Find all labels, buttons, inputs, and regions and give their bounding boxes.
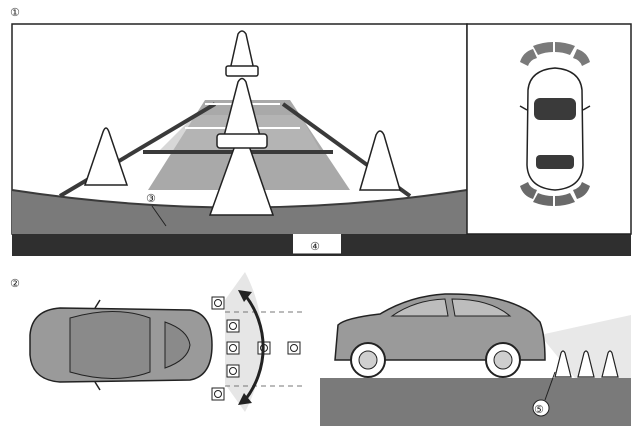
side-cone-1 — [554, 350, 572, 378]
marker-3: ③ — [146, 192, 156, 205]
cone-center-far — [229, 30, 255, 71]
marker-2: ② — [10, 277, 20, 290]
marker-5: ⑤ — [534, 403, 544, 416]
side-cone-3 — [601, 350, 619, 378]
side-view-diagram: ⑤ — [320, 293, 631, 426]
sensor-markers — [211, 296, 301, 401]
cone-left — [83, 127, 129, 186]
sensor-coverage-diagram — [29, 272, 305, 412]
cone-right — [359, 130, 401, 191]
camera-view-panel: ④ ③ — [11, 23, 631, 256]
rear-sensor-arcs — [520, 182, 590, 206]
sweep-arrow — [243, 294, 265, 401]
top-view-car — [526, 67, 584, 191]
marker-4: ④ — [310, 240, 320, 253]
top-view-panel — [466, 23, 632, 235]
marker-1: ① — [10, 6, 20, 19]
ground-block — [320, 378, 631, 426]
side-cone-2 — [577, 350, 595, 378]
cone-center-mid — [222, 77, 262, 141]
front-sensor-arcs — [520, 42, 590, 66]
